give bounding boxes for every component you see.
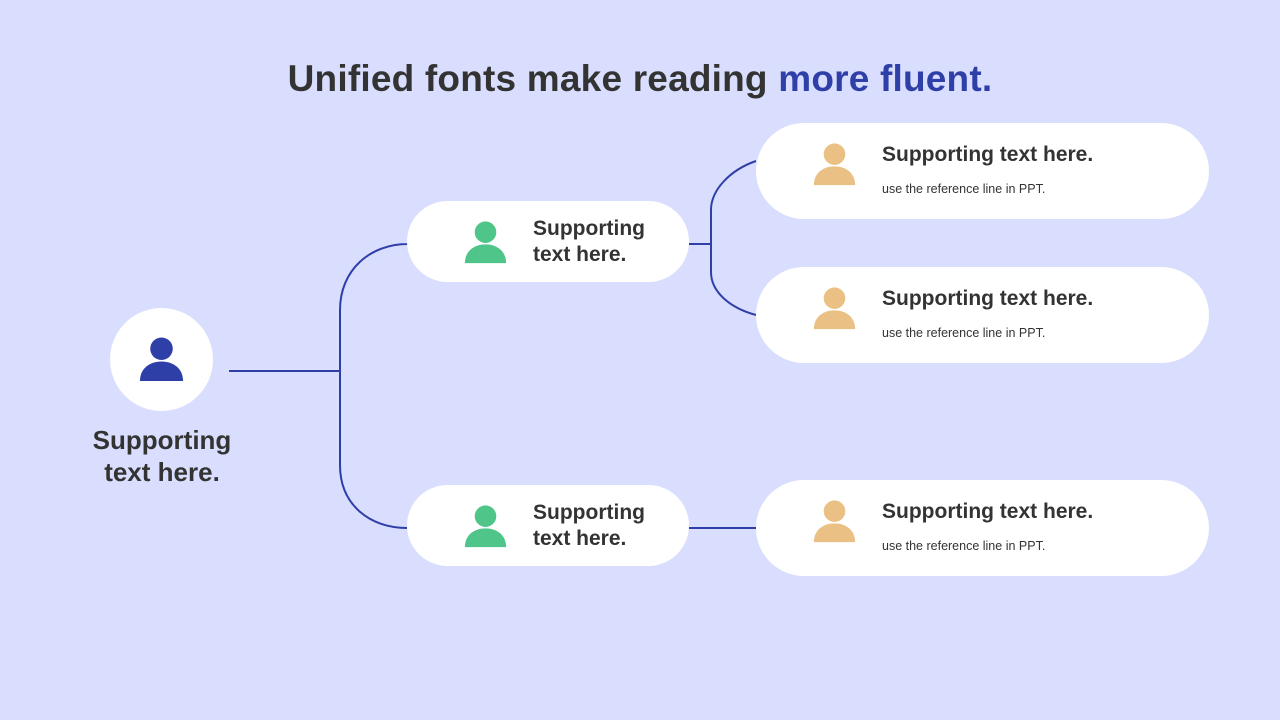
branch-node-1: Supporting text here.: [407, 201, 689, 282]
leaf-heading: Supporting text here.: [882, 287, 1094, 310]
person-icon: [813, 287, 856, 330]
root-label: Supporting text here.: [92, 425, 232, 487]
leaf-heading: Supporting text here.: [882, 143, 1094, 166]
root-node: [110, 308, 213, 411]
leaf-heading: Supporting text here.: [882, 500, 1094, 523]
person-icon: [464, 221, 507, 264]
leaf-node-3: Supporting text here. use the reference …: [756, 480, 1209, 576]
leaf-node-1: Supporting text here. use the reference …: [756, 123, 1209, 219]
person-icon: [813, 500, 856, 543]
leaf-node-2: Supporting text here. use the reference …: [756, 267, 1209, 363]
title-plain: Unified fonts make reading: [287, 58, 779, 99]
leaf-subtext: use the reference line in PPT.: [882, 539, 1046, 553]
branch-label: Supporting text here.: [533, 501, 645, 550]
connector-root-to-branch-2: [339, 371, 408, 529]
page-title: Unified fonts make reading more fluent.: [0, 58, 1280, 100]
leaf-subtext: use the reference line in PPT.: [882, 326, 1046, 340]
title-accent: more fluent.: [778, 58, 993, 99]
branch-node-2: Supporting text here.: [407, 485, 689, 566]
person-icon: [464, 505, 507, 548]
connector-branch-1-to-leaf-2: [710, 244, 757, 316]
person-icon: [813, 143, 856, 186]
connector-branch-1-to-leaf-1: [710, 160, 757, 244]
connector-root-to-branch-1: [339, 243, 409, 371]
leaf-subtext: use the reference line in PPT.: [882, 182, 1046, 196]
person-icon: [139, 337, 184, 382]
branch-label: Supporting text here.: [533, 217, 645, 266]
